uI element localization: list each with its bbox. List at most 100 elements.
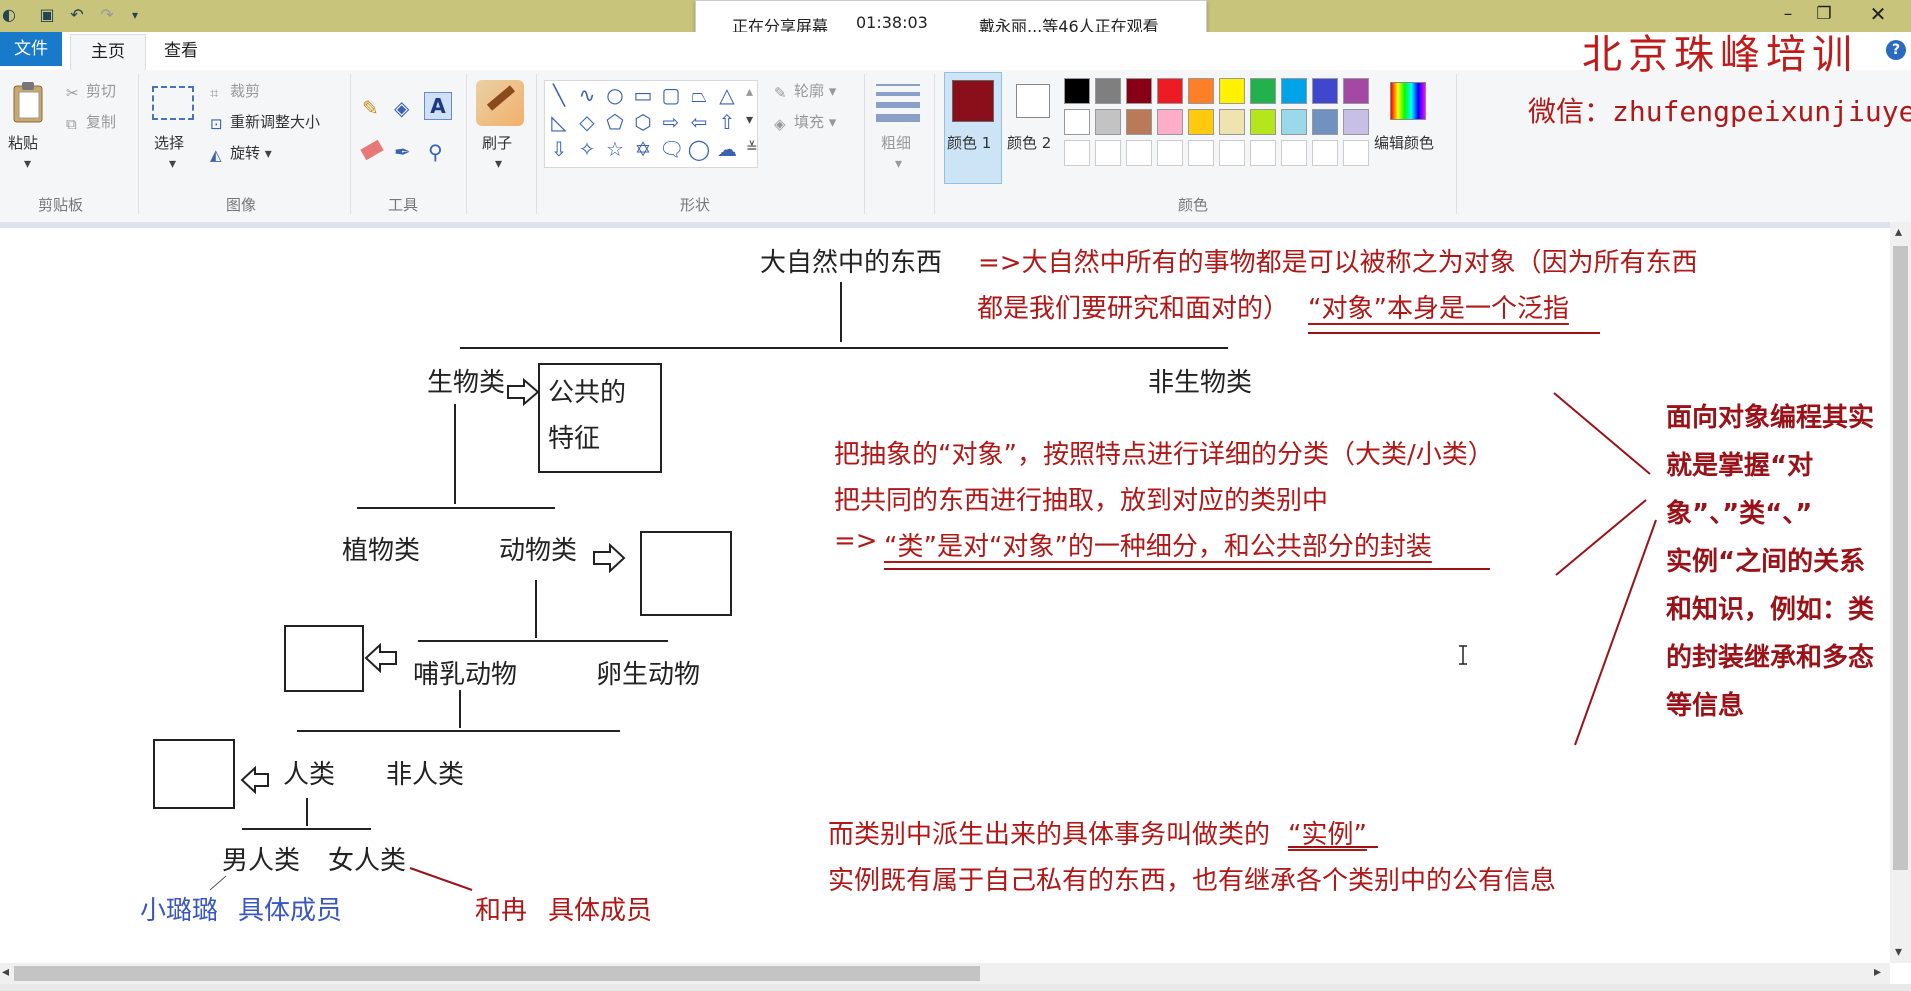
scroll-down-icon[interactable]: ▾ — [1895, 944, 1903, 960]
redo-icon[interactable]: ↷ — [100, 5, 114, 24]
brushes-label[interactable]: 刷子 — [482, 134, 513, 152]
edit-colors-label[interactable]: 编辑颜色 — [1374, 134, 1435, 152]
shapes-expand-icon[interactable]: ≚ — [746, 140, 758, 156]
palette-swatch[interactable] — [1250, 140, 1276, 166]
down-arrow-shape-icon[interactable]: ⇩ — [550, 137, 568, 161]
scroll-right-icon[interactable]: ▸ — [1874, 964, 1882, 980]
palette-swatch[interactable] — [1126, 109, 1152, 135]
horizontal-scroll-thumb[interactable] — [14, 966, 980, 981]
outline-button[interactable]: ✎轮廓 ▾ — [774, 82, 837, 102]
rainbow-icon[interactable] — [1390, 82, 1426, 120]
help-icon[interactable]: ? — [1886, 40, 1906, 60]
tab-view[interactable]: 查看 — [164, 41, 198, 61]
shapes-gallery[interactable] — [544, 80, 758, 168]
polygon-shape-icon[interactable]: ⏢ — [691, 83, 707, 107]
palette-swatch[interactable] — [1281, 109, 1307, 135]
palette-swatch[interactable] — [1219, 109, 1245, 135]
palette-swatch[interactable] — [1281, 78, 1307, 104]
vertical-scroll-thumb[interactable] — [1893, 246, 1908, 870]
brushes-dropdown-icon[interactable]: ▾ — [495, 156, 503, 172]
shapes-scroll-up-icon[interactable]: ▴ — [746, 84, 754, 100]
color1-label[interactable]: 颜色 1 — [947, 134, 992, 152]
scroll-up-icon[interactable]: ▴ — [1895, 224, 1903, 240]
right-arrow-shape-icon[interactable]: ⇨ — [662, 110, 680, 134]
palette-swatch[interactable] — [1095, 78, 1121, 104]
four-point-star-shape-icon[interactable]: ✧ — [578, 137, 596, 161]
palette-swatch[interactable] — [1343, 109, 1369, 135]
palette-swatch[interactable] — [1312, 140, 1338, 166]
palette-swatch[interactable] — [1064, 109, 1090, 135]
scroll-left-icon[interactable]: ◂ — [2, 964, 10, 980]
palette-swatch[interactable] — [1095, 140, 1121, 166]
diamond-shape-icon[interactable]: ◇ — [579, 110, 595, 134]
magnifier-icon[interactable]: ⚲ — [428, 140, 443, 164]
color2-label[interactable]: 颜色 2 — [1007, 134, 1052, 152]
left-arrow-shape-icon[interactable]: ⇦ — [690, 110, 708, 134]
palette-swatch[interactable] — [1188, 140, 1214, 166]
pentagon-shape-icon[interactable]: ⬠ — [606, 110, 624, 134]
palette-swatch[interactable] — [1219, 78, 1245, 104]
palette-swatch[interactable] — [1188, 109, 1214, 135]
paste-label[interactable]: 粘贴 — [8, 134, 39, 152]
paste-dropdown-icon[interactable]: ▾ — [24, 156, 32, 172]
palette-swatch[interactable] — [1250, 78, 1276, 104]
hexagon-shape-icon[interactable]: ⬡ — [634, 110, 652, 134]
line-size-icon[interactable] — [876, 82, 920, 122]
palette-swatch[interactable] — [1312, 109, 1338, 135]
palette-swatch[interactable] — [1343, 140, 1369, 166]
rotate-button[interactable]: ◭旋转 ▾ — [210, 142, 272, 164]
up-arrow-shape-icon[interactable]: ⇧ — [718, 110, 736, 134]
size-label[interactable]: 粗细 — [881, 134, 912, 152]
app-icon[interactable]: ◐ — [2, 5, 16, 24]
palette-swatch[interactable] — [1157, 78, 1183, 104]
drawing-canvas[interactable] — [0, 228, 1890, 963]
palette-swatch[interactable] — [1064, 78, 1090, 104]
rounded-rectangle-shape-icon[interactable]: ▢ — [661, 83, 681, 107]
crop-button[interactable]: ⌗裁剪 — [210, 80, 260, 102]
rectangle-shape-icon[interactable]: ▭ — [633, 83, 653, 107]
minimize-button[interactable]: – — [1783, 4, 1793, 24]
line-shape-icon[interactable]: ╲ — [552, 83, 566, 107]
palette-swatch[interactable] — [1157, 109, 1183, 135]
cloud-callout-shape-icon[interactable]: ☁ — [717, 137, 737, 161]
fill-bucket-icon[interactable]: ◈ — [394, 96, 410, 120]
oval-shape-icon[interactable]: ○ — [606, 83, 624, 107]
palette-swatch[interactable] — [1219, 140, 1245, 166]
five-point-star-shape-icon[interactable]: ☆ — [606, 137, 624, 161]
palette-swatch[interactable] — [1188, 78, 1214, 104]
palette-swatch[interactable] — [1343, 78, 1369, 104]
palette-swatch[interactable] — [1250, 109, 1276, 135]
six-point-star-shape-icon[interactable]: ✡ — [634, 137, 652, 161]
copy-button[interactable]: ⧉复制 — [66, 111, 116, 133]
rect-callout-shape-icon[interactable]: 🗨 — [659, 137, 685, 161]
palette-swatch[interactable] — [1281, 140, 1307, 166]
paste-button[interactable] — [10, 80, 46, 124]
select-icon[interactable] — [152, 86, 194, 120]
save-icon[interactable]: ▣ — [39, 5, 55, 24]
oval-callout-shape-icon[interactable]: ◯ — [687, 137, 711, 161]
palette-swatch[interactable] — [1312, 78, 1338, 104]
select-dropdown-icon[interactable]: ▾ — [169, 156, 177, 172]
size-dropdown-icon[interactable]: ▾ — [895, 156, 903, 172]
customize-quick-access-icon[interactable]: ▾ — [131, 8, 139, 22]
shapes-scroll-down-icon[interactable]: ▾ — [746, 112, 754, 128]
tab-file[interactable]: 文件 — [0, 32, 62, 66]
palette-swatch[interactable] — [1095, 109, 1121, 135]
palette-swatch[interactable] — [1064, 140, 1090, 166]
select-label[interactable]: 选择 — [154, 134, 185, 152]
undo-icon[interactable]: ↶ — [70, 5, 84, 24]
restore-button[interactable]: ❐ — [1816, 4, 1832, 24]
palette-swatch[interactable] — [1157, 140, 1183, 166]
triangle-shape-icon[interactable]: △ — [719, 83, 735, 107]
resize-button[interactable]: ⊡重新调整大小 — [210, 111, 320, 133]
color1-swatch[interactable] — [952, 80, 994, 122]
text-tool-icon[interactable]: A — [424, 92, 452, 120]
tab-home[interactable]: 主页 — [70, 34, 146, 71]
curve-shape-icon[interactable]: ∿ — [578, 83, 596, 107]
cut-button[interactable]: ✂剪切 — [66, 80, 116, 102]
brush-icon[interactable] — [476, 80, 524, 126]
right-triangle-shape-icon[interactable]: ◺ — [551, 110, 567, 134]
palette-swatch[interactable] — [1126, 78, 1152, 104]
pencil-icon[interactable]: ✎ — [362, 96, 379, 120]
close-button[interactable]: ✕ — [1869, 2, 1887, 26]
